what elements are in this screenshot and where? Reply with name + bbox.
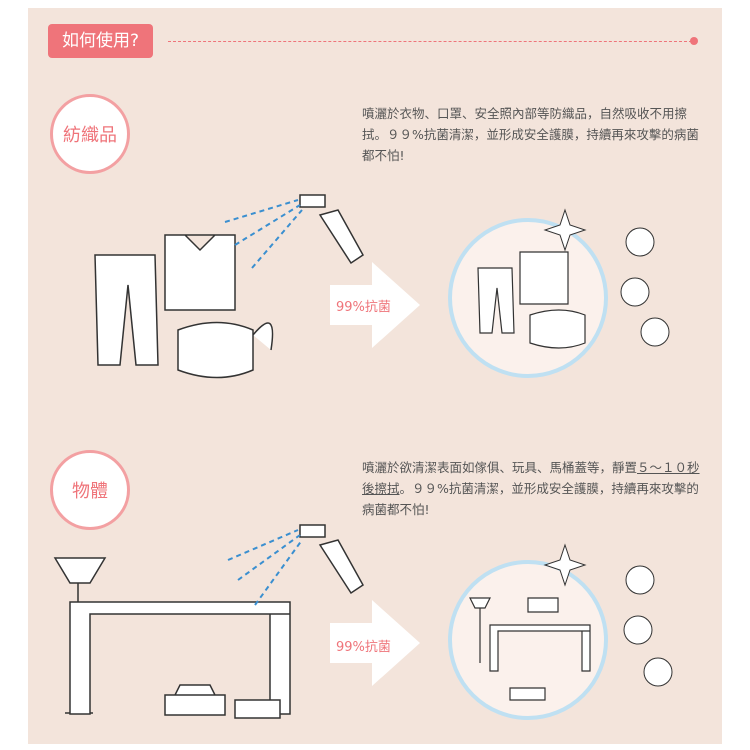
section-description-textiles: 噴灑於衣物、口罩、安全照內部等防織品，自然吸收不用擦拭。９９%抗菌清潔，並形成安… xyxy=(362,106,699,163)
germ-icons xyxy=(620,227,670,347)
title-divider xyxy=(168,41,692,42)
section-description-objects: 噴灑於欲清潔表面如傢俱、玩具、馬桶蓋等，靜置５～１０秒後擦拭。９９%抗菌清潔，並… xyxy=(362,460,700,517)
mask-icon xyxy=(177,321,274,379)
pants-icon xyxy=(94,254,159,366)
toy-car-icon xyxy=(164,684,226,716)
spray-bottle-icon xyxy=(299,194,364,265)
toy-icon xyxy=(234,699,281,719)
spray-bottle-icon-2 xyxy=(299,524,364,595)
sparkle-icon xyxy=(543,208,587,252)
spray-lines xyxy=(224,199,303,269)
page-title: 如何使用? xyxy=(48,24,154,58)
table-icon xyxy=(69,601,291,715)
arrow-label-textiles: 99%抗菌 xyxy=(330,292,397,319)
divider-dot xyxy=(690,37,698,45)
shirt-icon xyxy=(164,234,236,311)
section-badge-objects: 物體 xyxy=(50,450,130,530)
arrow-label-objects: 99%抗菌 xyxy=(330,632,397,659)
section-badge-textiles: 紡織品 xyxy=(50,94,130,174)
